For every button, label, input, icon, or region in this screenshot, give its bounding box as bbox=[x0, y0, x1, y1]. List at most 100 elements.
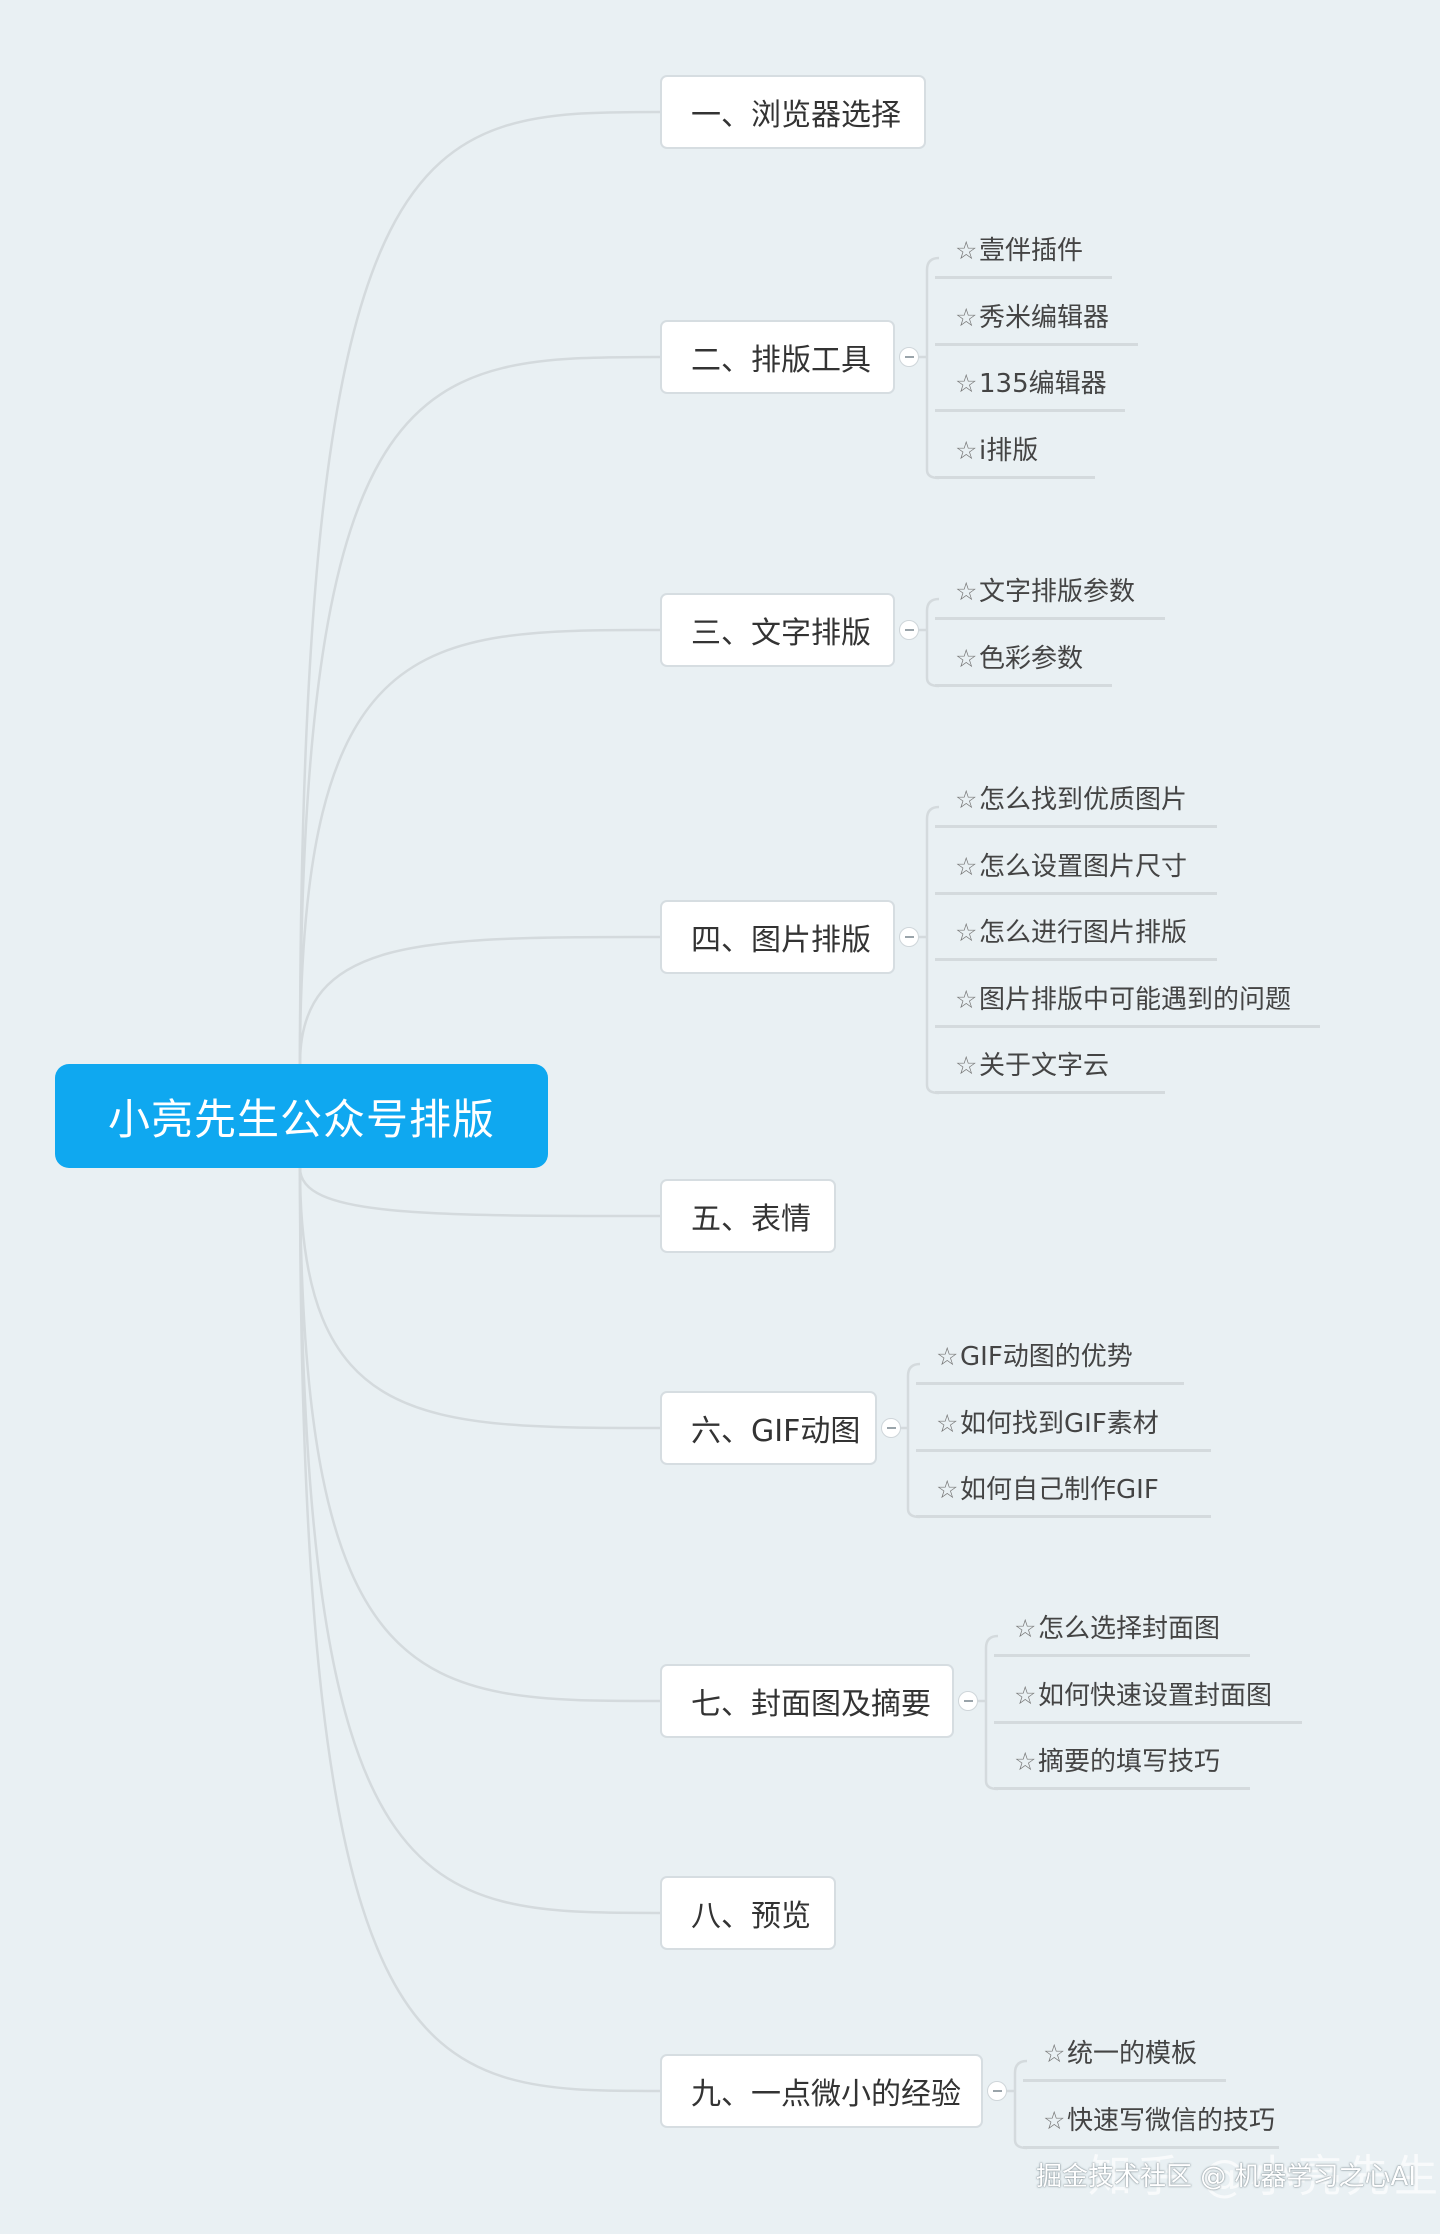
topic-label: 六、GIF动图 bbox=[691, 1414, 861, 1449]
minus-icon bbox=[963, 1700, 973, 1702]
collapse-toggle[interactable] bbox=[899, 347, 919, 367]
branch-trunk bbox=[925, 597, 940, 688]
subtopic-node[interactable]: ☆GIF动图的优势 bbox=[936, 1340, 1133, 1374]
topic-connector bbox=[298, 628, 661, 1065]
subtopic-underline bbox=[935, 825, 1217, 828]
subtopic-underline bbox=[935, 1025, 1320, 1028]
star-icon: ☆ bbox=[936, 1409, 959, 1438]
subtopic-underline bbox=[935, 892, 1217, 895]
subtopic-node[interactable]: ☆快速写微信的技巧 bbox=[1043, 2104, 1275, 2138]
star-icon: ☆ bbox=[955, 303, 978, 332]
topic-node[interactable]: 九、一点微小的经验 bbox=[660, 2054, 983, 2128]
subtopic-label: 秀米编辑器 bbox=[979, 303, 1110, 333]
branch-trunk bbox=[984, 1634, 999, 1791]
branch-trunk bbox=[1013, 2059, 1028, 2150]
subtopic-label: 关于文字云 bbox=[979, 1051, 1110, 1081]
subtopic-label: 怎么进行图片排版 bbox=[979, 918, 1188, 948]
subtopic-underline bbox=[994, 1787, 1250, 1790]
subtopic-node[interactable]: ☆摘要的填写技巧 bbox=[1014, 1745, 1220, 1779]
subtopic-node[interactable]: ☆怎么进行图片排版 bbox=[955, 916, 1187, 950]
topic-node[interactable]: 五、表情 bbox=[660, 1179, 836, 1253]
subtopic-underline bbox=[935, 276, 1112, 279]
star-icon: ☆ bbox=[1043, 2106, 1066, 2135]
subtopic-node[interactable]: ☆如何自己制作GIF bbox=[936, 1473, 1159, 1507]
topic-node[interactable]: 一、浏览器选择 bbox=[660, 75, 926, 149]
subtopic-label: 怎么找到优质图片 bbox=[979, 785, 1188, 815]
subtopic-label: 图片排版中可能遇到的问题 bbox=[979, 985, 1292, 1015]
subtopic-label: 如何找到GIF素材 bbox=[960, 1409, 1159, 1439]
collapse-toggle[interactable] bbox=[899, 620, 919, 640]
root-topic[interactable]: 小亮先生公众号排版 bbox=[55, 1064, 548, 1168]
collapse-toggle[interactable] bbox=[881, 1418, 901, 1438]
subtopic-underline bbox=[935, 343, 1138, 346]
star-icon: ☆ bbox=[955, 436, 978, 465]
subtopic-label: 135编辑器 bbox=[979, 369, 1107, 399]
topic-node[interactable]: 四、图片排版 bbox=[660, 900, 895, 974]
topic-node[interactable]: 三、文字排版 bbox=[660, 593, 895, 667]
subtopic-node[interactable]: ☆壹伴插件 bbox=[955, 234, 1083, 268]
subtopic-node[interactable]: ☆文字排版参数 bbox=[955, 575, 1135, 609]
topic-label: 八、预览 bbox=[691, 1899, 811, 1934]
star-icon: ☆ bbox=[955, 785, 978, 814]
subtopic-underline bbox=[1023, 2146, 1279, 2149]
subtopic-underline bbox=[916, 1515, 1211, 1518]
subtopic-label: 快速写微信的技巧 bbox=[1067, 2106, 1276, 2136]
subtopic-node[interactable]: ☆秀米编辑器 bbox=[955, 301, 1109, 335]
minus-icon bbox=[904, 629, 914, 631]
subtopic-node[interactable]: ☆关于文字云 bbox=[955, 1049, 1109, 1083]
star-icon: ☆ bbox=[955, 985, 978, 1014]
subtopic-underline bbox=[935, 617, 1165, 620]
topic-connector bbox=[298, 1167, 661, 2093]
subtopic-node[interactable]: ☆图片排版中可能遇到的问题 bbox=[955, 983, 1291, 1017]
star-icon: ☆ bbox=[1014, 1681, 1037, 1710]
subtopic-node[interactable]: ☆色彩参数 bbox=[955, 642, 1083, 676]
subtopic-underline bbox=[916, 1382, 1184, 1385]
topic-connector bbox=[298, 1167, 661, 1703]
subtopic-node[interactable]: ☆如何找到GIF素材 bbox=[936, 1407, 1159, 1441]
subtopic-label: 色彩参数 bbox=[979, 644, 1084, 674]
topic-connector bbox=[298, 355, 661, 1065]
topic-connector bbox=[298, 1167, 661, 1430]
topic-connector bbox=[298, 935, 661, 1065]
subtopic-node[interactable]: ☆统一的模板 bbox=[1043, 2037, 1197, 2071]
subtopic-underline bbox=[916, 1449, 1211, 1452]
topic-label: 九、一点微小的经验 bbox=[691, 2077, 961, 2112]
subtopic-node[interactable]: ☆135编辑器 bbox=[955, 367, 1107, 401]
star-icon: ☆ bbox=[1043, 2039, 1066, 2068]
star-icon: ☆ bbox=[955, 644, 978, 673]
star-icon: ☆ bbox=[955, 1051, 978, 1080]
collapse-toggle[interactable] bbox=[958, 1691, 978, 1711]
topic-node[interactable]: 七、封面图及摘要 bbox=[660, 1664, 954, 1738]
topic-label: 四、图片排版 bbox=[691, 923, 871, 958]
subtopic-node[interactable]: ☆怎么设置图片尺寸 bbox=[955, 850, 1187, 884]
subtopic-label: 怎么选择封面图 bbox=[1038, 1614, 1221, 1644]
subtopic-node[interactable]: ☆怎么选择封面图 bbox=[1014, 1612, 1220, 1646]
root-topic-label: 小亮先生公众号排版 bbox=[107, 1094, 495, 1144]
subtopic-label: 文字排版参数 bbox=[979, 577, 1136, 607]
topic-node[interactable]: 六、GIF动图 bbox=[660, 1391, 877, 1465]
star-icon: ☆ bbox=[936, 1475, 959, 1504]
topic-node[interactable]: 八、预览 bbox=[660, 1876, 836, 1950]
subtopic-underline bbox=[935, 684, 1112, 687]
topic-node[interactable]: 二、排版工具 bbox=[660, 320, 895, 394]
collapse-toggle[interactable] bbox=[987, 2081, 1007, 2101]
minus-icon bbox=[886, 1427, 896, 1429]
subtopic-label: 摘要的填写技巧 bbox=[1038, 1747, 1221, 1777]
subtopic-node[interactable]: ☆如何快速设置封面图 bbox=[1014, 1679, 1272, 1713]
subtopic-label: 如何快速设置封面图 bbox=[1038, 1681, 1273, 1711]
minus-icon bbox=[992, 2090, 1002, 2092]
subtopic-underline bbox=[994, 1654, 1250, 1657]
subtopic-label: GIF动图的优势 bbox=[960, 1342, 1133, 1372]
subtopic-underline bbox=[935, 409, 1125, 412]
subtopic-label: 如何自己制作GIF bbox=[960, 1475, 1159, 1505]
star-icon: ☆ bbox=[955, 918, 978, 947]
minus-icon bbox=[904, 936, 914, 938]
topic-label: 五、表情 bbox=[691, 1202, 811, 1237]
subtopic-underline bbox=[935, 958, 1217, 961]
subtopic-node[interactable]: ☆怎么找到优质图片 bbox=[955, 783, 1187, 817]
subtopic-node[interactable]: ☆i排版 bbox=[955, 434, 1038, 468]
collapse-toggle[interactable] bbox=[899, 927, 919, 947]
subtopic-label: 统一的模板 bbox=[1067, 2039, 1198, 2069]
